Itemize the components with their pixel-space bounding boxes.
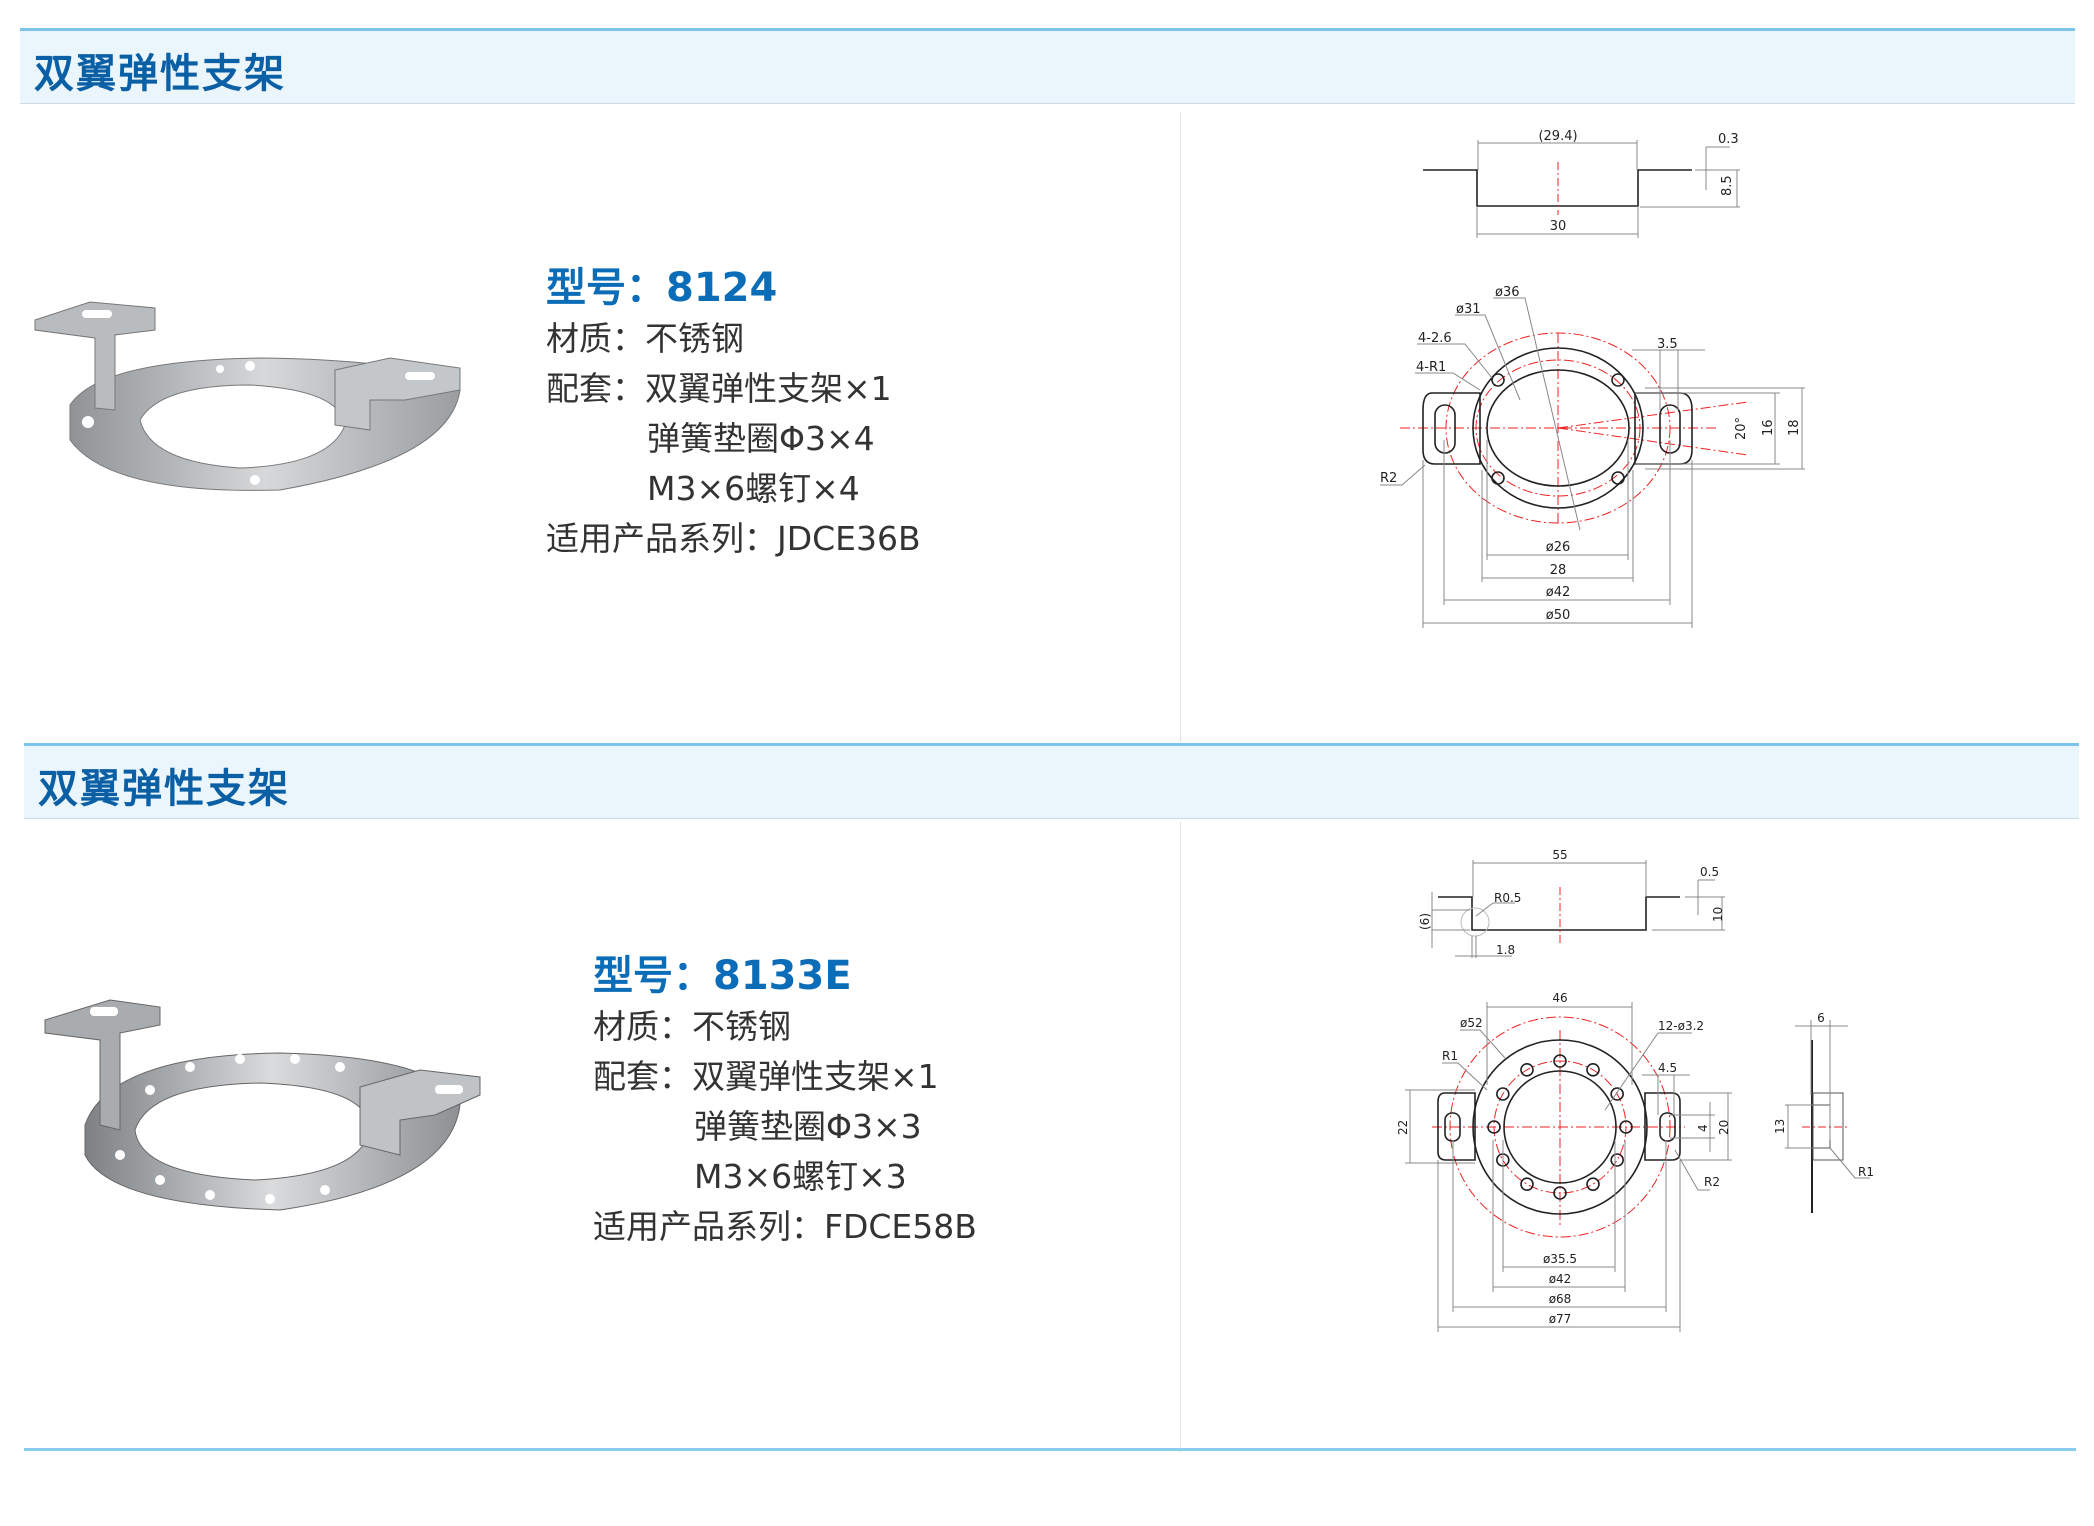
svg-text:6: 6 xyxy=(1817,1011,1825,1025)
kit-line: 配套：双翼弹性支架×1 xyxy=(593,1057,939,1096)
svg-text:ø36: ø36 xyxy=(1495,285,1520,300)
applicable-series: 适用产品系列：JDCE36B xyxy=(546,519,921,558)
svg-text:R1: R1 xyxy=(1858,1165,1874,1179)
model-number: 型号：8124 xyxy=(546,265,778,311)
mounting-hole xyxy=(1520,1063,1534,1077)
svg-text:20°: 20° xyxy=(1734,417,1749,440)
svg-text:R1: R1 xyxy=(1442,1049,1458,1063)
svg-text:ø42: ø42 xyxy=(1549,1272,1572,1286)
svg-text:1.8: 1.8 xyxy=(1496,943,1515,957)
svg-text:0.5: 0.5 xyxy=(1700,865,1719,879)
svg-text:16: 16 xyxy=(1761,419,1776,436)
section-bottom-divider xyxy=(24,1448,2076,1451)
svg-text:R0.5: R0.5 xyxy=(1494,891,1521,905)
spec-block-8124: 型号：8124 材质：不锈钢 配套：双翼弹性支架×1 弹簧垫圈Φ3×4 M3×6… xyxy=(546,262,921,564)
spec-block-8133E: 型号：8133E 材质：不锈钢 配套：双翼弹性支架×1 弹簧垫圈Φ3×3 M3×… xyxy=(593,950,977,1252)
mounting-hole xyxy=(1610,1087,1624,1101)
svg-text:18: 18 xyxy=(1787,419,1802,436)
svg-text:13: 13 xyxy=(1773,1119,1787,1134)
mounting-hole xyxy=(1496,1087,1510,1101)
svg-text:55: 55 xyxy=(1552,848,1567,862)
column-divider xyxy=(1180,822,1181,1452)
svg-text:ø35.5: ø35.5 xyxy=(1543,1252,1577,1266)
svg-text:22: 22 xyxy=(1396,1120,1410,1135)
section-title: 双翼弹性支架 xyxy=(38,766,290,812)
svg-text:28: 28 xyxy=(1550,563,1567,578)
svg-text:ø68: ø68 xyxy=(1549,1292,1572,1306)
material: 材质：不锈钢 xyxy=(593,1007,791,1046)
svg-text:ø52: ø52 xyxy=(1460,1016,1483,1030)
applicable-series: 适用产品系列：FDCE58B xyxy=(593,1207,977,1246)
mounting-hole xyxy=(1586,1063,1600,1077)
svg-text:8.5: 8.5 xyxy=(1720,175,1735,196)
svg-text:46: 46 xyxy=(1552,991,1567,1005)
svg-text:(29.4): (29.4) xyxy=(1538,129,1577,144)
product-photo-8133E xyxy=(44,999,481,1211)
svg-text:20: 20 xyxy=(1717,1120,1731,1135)
product-photo-8124 xyxy=(34,301,461,491)
svg-text:4-2.6: 4-2.6 xyxy=(1418,331,1452,346)
material: 材质：不锈钢 xyxy=(546,319,744,358)
svg-text:ø31: ø31 xyxy=(1456,302,1481,317)
mounting-hole xyxy=(1610,1153,1624,1167)
kit-line: 配套：双翼弹性支架×1 xyxy=(546,369,892,408)
svg-text:4-R1: 4-R1 xyxy=(1416,360,1446,375)
model-number: 型号：8133E xyxy=(593,953,852,999)
svg-text:R2: R2 xyxy=(1380,471,1397,486)
svg-text:0.3: 0.3 xyxy=(1718,132,1739,147)
svg-text:(6): (6) xyxy=(1418,913,1432,930)
svg-text:4: 4 xyxy=(1696,1124,1710,1132)
mounting-hole xyxy=(1487,1120,1501,1134)
section-header-1: 双翼弹性支架 xyxy=(20,28,2075,104)
svg-text:12-ø3.2: 12-ø3.2 xyxy=(1658,1019,1704,1033)
mounting-hole xyxy=(1520,1177,1534,1191)
kit-line: M3×6螺钉×4 xyxy=(647,469,860,508)
mounting-hole xyxy=(1553,1186,1567,1200)
kit-line: 弹簧垫圈Φ3×4 xyxy=(647,419,875,458)
mounting-hole xyxy=(1619,1120,1633,1134)
svg-text:ø77: ø77 xyxy=(1549,1312,1572,1326)
column-divider xyxy=(1180,112,1181,742)
svg-text:3.5: 3.5 xyxy=(1657,337,1678,352)
kit-line: M3×6螺钉×3 xyxy=(694,1157,907,1196)
svg-text:ø42: ø42 xyxy=(1546,585,1571,600)
svg-text:R2: R2 xyxy=(1704,1175,1720,1189)
svg-text:ø26: ø26 xyxy=(1546,540,1571,555)
svg-text:4.5: 4.5 xyxy=(1658,1061,1677,1075)
mounting-hole xyxy=(1553,1054,1567,1068)
technical-drawing-8124: (29.4) 30 0.3 8.5 ø36 ø31 4-2.6 4-R1 3.5… xyxy=(1380,129,1805,628)
svg-text:30: 30 xyxy=(1550,219,1567,234)
kit-line: 弹簧垫圈Φ3×3 xyxy=(694,1107,922,1146)
section-title: 双翼弹性支架 xyxy=(34,51,286,97)
section-header-2: 双翼弹性支架 xyxy=(24,743,2079,819)
svg-text:10: 10 xyxy=(1711,907,1725,922)
svg-text:ø50: ø50 xyxy=(1546,608,1571,623)
technical-drawing-8133E: 55 0.5 10 (6) R0.5 1.8 46 ø52 R1 12-ø3.2… xyxy=(1396,848,1874,1332)
mounting-hole xyxy=(1586,1177,1600,1191)
